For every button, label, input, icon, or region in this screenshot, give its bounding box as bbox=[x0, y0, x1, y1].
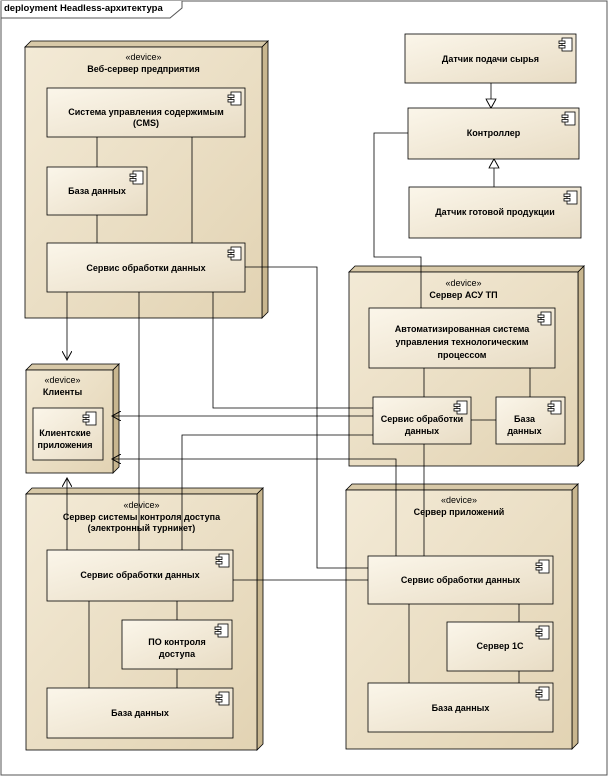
label-product-sensor: Датчик готовой продукции bbox=[435, 207, 555, 217]
stereotype-label: «device» bbox=[125, 52, 162, 62]
node-title-web-server: Веб-сервер предприятия bbox=[87, 64, 200, 74]
label-web-db: База данных bbox=[68, 186, 126, 196]
node-title-acs-server: Сервер АСУ ТП bbox=[429, 290, 498, 300]
component-raw-sensor[interactable] bbox=[404, 33, 577, 84]
node-title-access-server: Сервер системы контроля доступа bbox=[62, 512, 221, 522]
label-app-service: Сервис обработки данных bbox=[400, 575, 521, 585]
component-acs-system[interactable] bbox=[368, 307, 556, 369]
label-raw-sensor: Датчик подачи сырья bbox=[441, 54, 540, 64]
label-client-apps: Клиентские bbox=[39, 428, 91, 438]
node-subtitle-access-server: (электронный турникет) bbox=[87, 523, 196, 533]
label-client-apps-2: приложения bbox=[37, 440, 93, 450]
label-acs-db: База bbox=[514, 414, 535, 424]
label-acs-system-3: процессом bbox=[437, 350, 487, 360]
generalization-arrow-bottom bbox=[488, 158, 500, 169]
component-web-service[interactable] bbox=[46, 242, 246, 293]
stereotype-label: «device» bbox=[440, 495, 478, 505]
node-title-clients: Клиенты bbox=[42, 387, 83, 397]
label-access-service: Сервис обработки данных bbox=[80, 570, 200, 580]
label-cms-2: (CMS) bbox=[133, 118, 159, 128]
label-acs-system: Автоматизированная система bbox=[394, 324, 530, 334]
generalization-arrow-top bbox=[485, 98, 497, 109]
stereotype-label: «device» bbox=[44, 375, 81, 385]
label-server-1c: Сервер 1С bbox=[476, 641, 524, 651]
label-cms: Система управления содержимым bbox=[68, 107, 224, 117]
stereotype-label: «device» bbox=[123, 500, 160, 510]
label-acs-system-2: управления технологическим bbox=[395, 337, 529, 347]
label-app-db: База данных bbox=[431, 703, 490, 713]
label-controller: Контроллер bbox=[466, 128, 521, 138]
label-web-service: Сервис обработки данных bbox=[86, 263, 206, 273]
node-title-app-server: Сервер приложений bbox=[413, 507, 505, 517]
label-acs-db-2: данных bbox=[507, 426, 542, 436]
component-app-db[interactable] bbox=[367, 682, 554, 733]
component-access-service[interactable] bbox=[46, 549, 234, 602]
label-acs-service: Сервис обработки bbox=[380, 414, 464, 424]
label-acs-service-2: данных bbox=[404, 426, 440, 436]
stereotype-label: «device» bbox=[445, 278, 482, 288]
label-access-db: База данных bbox=[111, 708, 169, 718]
component-controller[interactable] bbox=[407, 107, 580, 160]
label-access-software-2: доступа bbox=[158, 649, 196, 659]
component-access-software[interactable] bbox=[121, 619, 233, 670]
connectors bbox=[67, 83, 531, 688]
component-access-db[interactable] bbox=[46, 687, 234, 739]
component-app-service[interactable] bbox=[367, 555, 554, 605]
frame-title: deployment Headless-архитектура bbox=[4, 3, 163, 14]
component-cms[interactable] bbox=[46, 87, 246, 138]
label-access-software: ПО контроля bbox=[148, 637, 206, 647]
component-server-1c[interactable] bbox=[446, 621, 554, 672]
component-product-sensor[interactable] bbox=[408, 186, 582, 239]
